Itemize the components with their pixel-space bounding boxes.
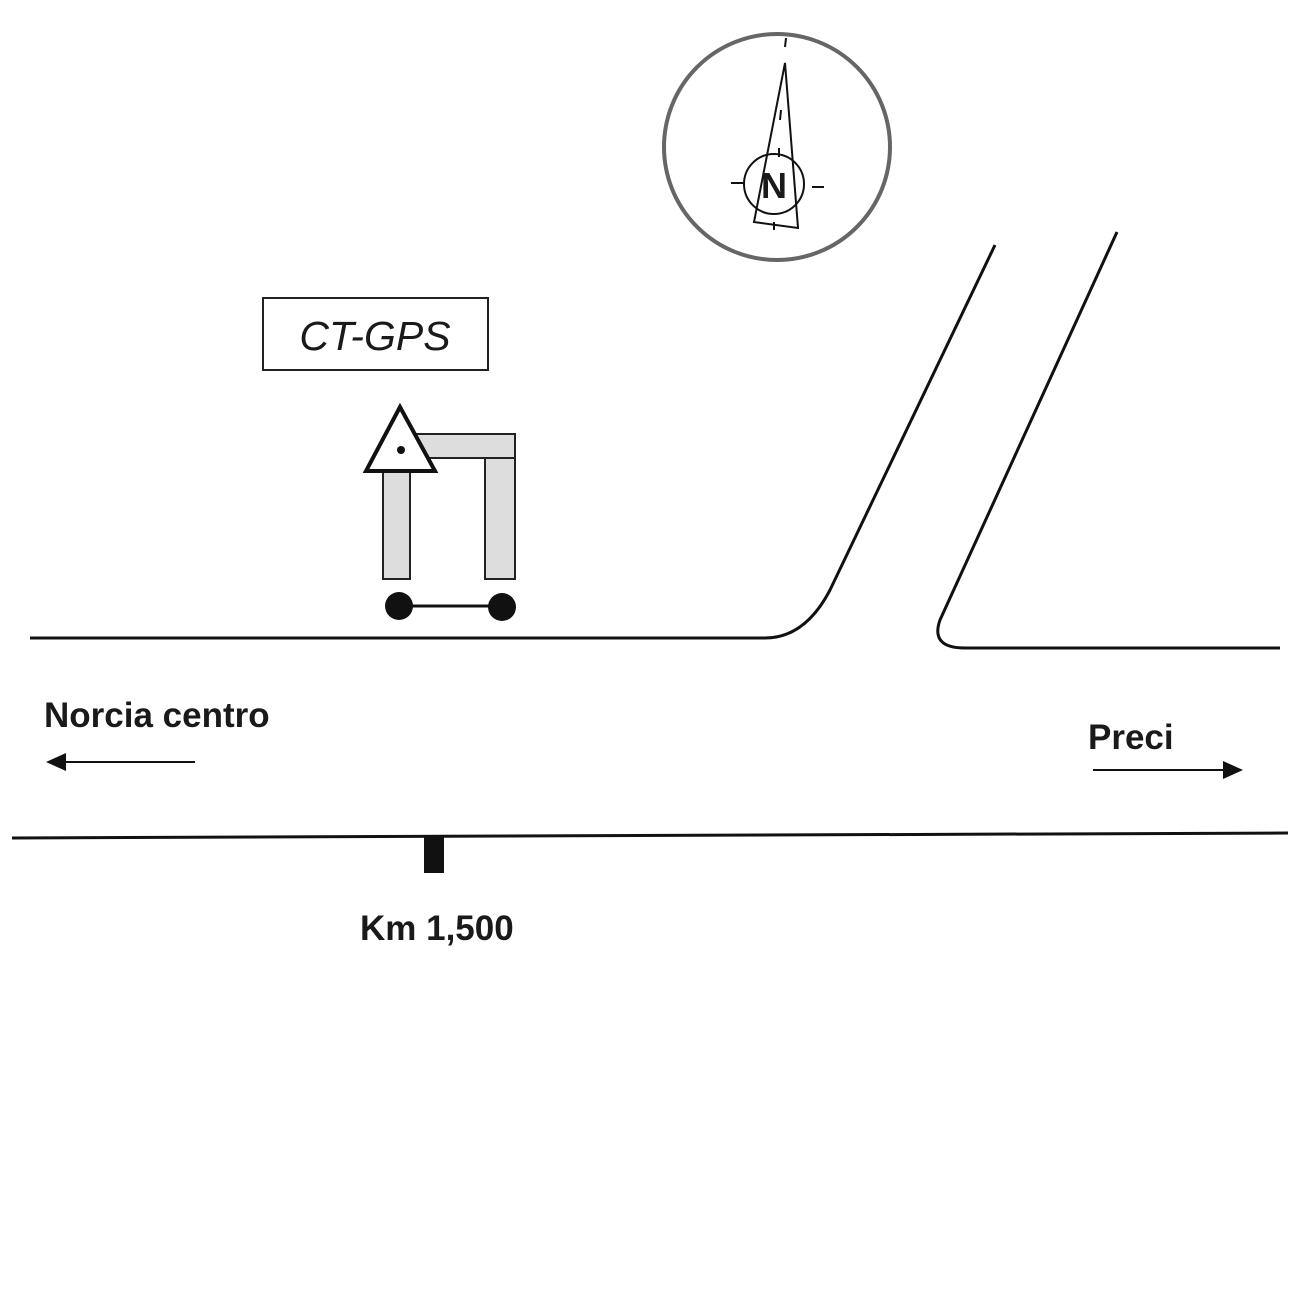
- compass-letter: N: [761, 165, 787, 206]
- station-label: CT-GPS: [299, 313, 450, 359]
- km-marker-post: [424, 837, 444, 873]
- direction-right-label: Preci: [1088, 718, 1174, 757]
- station-label-box: [262, 297, 489, 371]
- km-marker-label: Km 1,500: [360, 909, 514, 948]
- road-edge-upper-left: [30, 244, 997, 640]
- arrow-left-icon: [46, 753, 195, 771]
- road-edge-lower: [11, 831, 1289, 840]
- gps-station-structure: [362, 402, 516, 621]
- gps-benchmark-triangle-icon: [362, 402, 439, 473]
- north-compass-icon: N: [662, 32, 892, 262]
- arrow-right-icon: [1093, 761, 1243, 779]
- road-edge-upper-right: [936, 231, 1280, 650]
- direction-left-label: Norcia centro: [44, 696, 270, 735]
